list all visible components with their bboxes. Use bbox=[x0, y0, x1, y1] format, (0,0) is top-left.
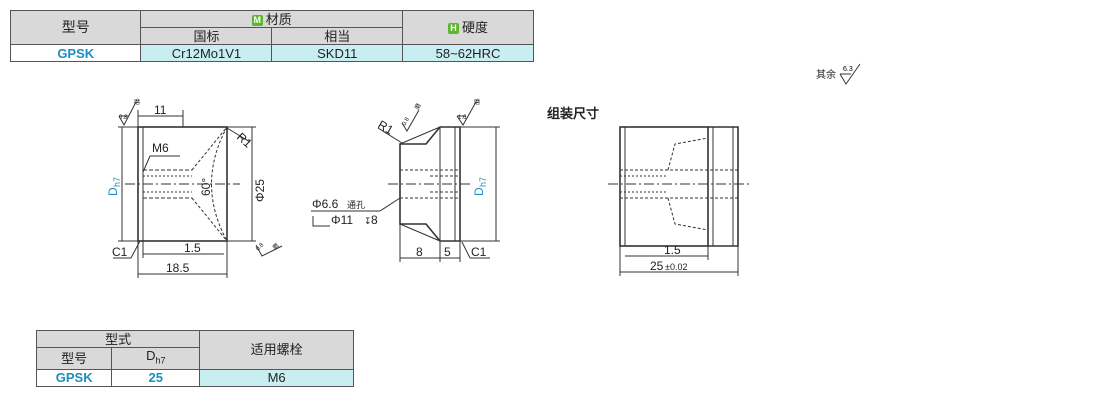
type-col-d: Dh7 bbox=[111, 347, 201, 370]
label-rough-08-b: 0.8 bbox=[255, 242, 266, 253]
roughness-note: 其余 bbox=[816, 66, 836, 81]
rough-symbol-mid-b bbox=[456, 101, 477, 126]
spec-cell-hardness: 58~62HRC bbox=[402, 44, 534, 62]
material-label: 材质 bbox=[265, 11, 292, 27]
label-dh7-b-d: D bbox=[472, 187, 486, 196]
left-view bbox=[113, 101, 283, 278]
label-25: 25 bbox=[650, 259, 664, 273]
mid-taper-top bbox=[399, 126, 441, 145]
label-dim-11: 11 bbox=[154, 103, 167, 117]
spec-header-model: 型号 bbox=[9, 10, 142, 45]
material-badge: M bbox=[251, 14, 263, 26]
left-countersink-top bbox=[191, 126, 228, 171]
label-dh7-b-sub: h7 bbox=[478, 177, 488, 187]
label-rough-mark-c: 磨 bbox=[413, 102, 423, 111]
type-col-d-label: D bbox=[146, 348, 156, 363]
label-tolerance: ±0.02 bbox=[665, 262, 687, 272]
type-header: 型式 bbox=[35, 330, 201, 348]
asm-body-right bbox=[708, 126, 739, 247]
label-60: 60° bbox=[199, 178, 213, 196]
hardness-label: 硬度 bbox=[462, 20, 489, 35]
r1a-leader bbox=[226, 127, 251, 143]
assembly-title: 组装尺寸 bbox=[547, 106, 599, 121]
asm-cone-top bbox=[667, 137, 709, 171]
spec-cell-model: GPSK bbox=[9, 44, 142, 62]
type-table: 型式 适用螺栓 型号 Dh7 GPSK 25 M6 bbox=[35, 330, 354, 387]
mid-body-outline bbox=[399, 126, 461, 242]
label-m6: M6 bbox=[152, 141, 169, 155]
mid-taper-bottom bbox=[399, 223, 441, 242]
label-rough-16: 1.6 bbox=[458, 115, 467, 121]
label-through: 通孔 bbox=[347, 200, 365, 210]
label-phi25: Φ25 bbox=[253, 179, 267, 202]
asm-body-left bbox=[619, 126, 709, 247]
asm-cone-bottom bbox=[667, 197, 709, 231]
middle-view bbox=[311, 101, 500, 262]
label-18-5: 18.5 bbox=[166, 261, 190, 275]
rough-symbol-mid-a bbox=[401, 109, 420, 132]
label-1-5-b: 1.5 bbox=[664, 243, 681, 257]
label-5: 5 bbox=[444, 245, 451, 259]
label-rough-mark-a: 磨 bbox=[134, 98, 140, 106]
type-cell-bolt: M6 bbox=[199, 368, 354, 387]
type-cell-model: GPSK bbox=[35, 368, 113, 387]
label-depth-symbol: ↧ bbox=[364, 216, 372, 226]
type-cell-d: 25 bbox=[111, 368, 201, 387]
label-dh7-a-d: D bbox=[106, 187, 120, 196]
label-rough-08: 0.8 bbox=[119, 115, 128, 121]
label-dh7-a: D h7 bbox=[106, 177, 122, 196]
label-rough-mark-d: 磨 bbox=[474, 98, 480, 106]
label-r1-b: R1 bbox=[376, 117, 397, 137]
r1b-leader bbox=[377, 127, 403, 144]
spec-header-std: 国标 bbox=[140, 27, 273, 45]
phi66-leader bbox=[379, 197, 401, 212]
c1a-leader bbox=[130, 240, 141, 259]
label-phi11: Φ11 bbox=[331, 213, 353, 227]
type-col-d-sub: h7 bbox=[155, 355, 166, 366]
m6-leader bbox=[142, 155, 151, 173]
label-rough-mark-b: 磨 bbox=[271, 242, 281, 252]
c1b-leader bbox=[461, 241, 471, 259]
label-rough-08-c: 0.8 bbox=[402, 116, 412, 127]
rough-symbol-left bbox=[118, 101, 137, 127]
label-8: 8 bbox=[416, 245, 423, 259]
type-col-model: 型号 bbox=[35, 347, 113, 370]
bolt-header: 适用螺栓 bbox=[199, 330, 354, 370]
label-depth8: 8 bbox=[371, 213, 378, 227]
label-c1-a: C1 bbox=[112, 245, 128, 259]
label-c1-b: C1 bbox=[471, 245, 487, 259]
label-phi66: Φ6.6 bbox=[312, 197, 339, 211]
spec-cell-std: Cr12Mo1V1 bbox=[140, 44, 273, 62]
label-dh7-b: D h7 bbox=[472, 177, 488, 196]
spec-cell-equiv: SKD11 bbox=[271, 44, 404, 62]
drawing-labels: 11 M6 60° Φ25 R1 D h7 C1 1.5 18.5 0.8 磨 … bbox=[106, 98, 687, 275]
phi11-bracket bbox=[312, 216, 330, 227]
label-dh7-a-sub: h7 bbox=[112, 177, 122, 187]
label-1-5-a: 1.5 bbox=[184, 241, 201, 255]
roughness-note-value: 6.3 bbox=[843, 66, 853, 73]
spec-header-equiv: 相当 bbox=[271, 27, 404, 45]
left-countersink-bottom bbox=[191, 197, 228, 242]
rough-symbol-bottom bbox=[255, 244, 283, 257]
roughness-note-label: 其余 bbox=[816, 70, 836, 81]
left-arc bbox=[211, 126, 228, 242]
hardness-badge: H bbox=[448, 23, 459, 34]
assembly-view bbox=[608, 126, 750, 276]
roughness-note-symbol: 6.3 bbox=[839, 63, 861, 85]
technical-drawing: 11 M6 60° Φ25 R1 D h7 C1 1.5 18.5 0.8 磨 … bbox=[106, 98, 750, 278]
